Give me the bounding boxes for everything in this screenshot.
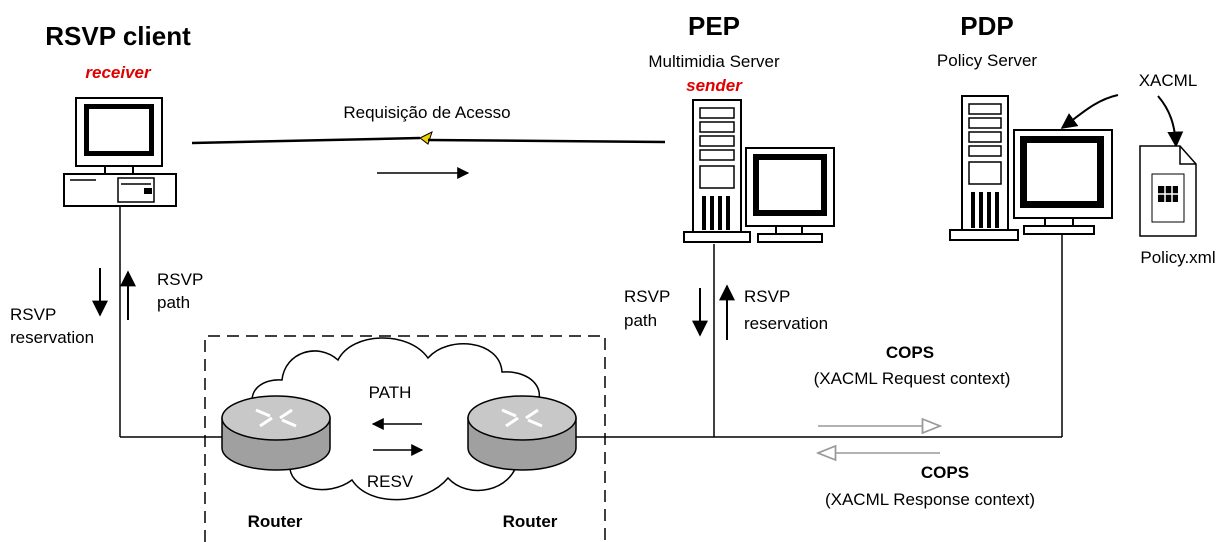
access-link-left [191,136,421,145]
lightning-icon [419,131,433,145]
rsvp-client-title: RSVP client [45,21,191,51]
xacml-to-monitor-arrow [1060,94,1119,129]
mid-path-label-2: path [624,311,657,330]
pep-title: PEP [688,11,740,41]
client-computer-icon [63,97,177,207]
access-request-label: Requisição de Acesso [343,103,510,122]
pdp-server-icon [949,95,1113,241]
policy-file-icon [1139,145,1197,237]
left-reservation-label-2: reservation [10,328,94,347]
mid-path-label-1: RSVP [624,287,670,306]
cops-request-detail: (XACML Request context) [814,369,1011,388]
policy-file-name: Policy.xml [1140,248,1215,267]
pep-server-icon [683,99,835,243]
router-icon-right [467,395,577,471]
left-path-label-2: path [157,293,190,312]
cops-response-detail: (XACML Response context) [825,490,1035,509]
rsvp-client-role: receiver [85,63,152,82]
router-icon-left [221,395,331,471]
router-label-right: Router [503,512,558,531]
mid-reservation-label-2: reservation [744,314,828,333]
resv-label: RESV [367,472,414,491]
left-reservation-label-1: RSVP [10,305,56,324]
mid-reservation-label-1: RSVP [744,287,790,306]
left-path-label-1: RSVP [157,270,203,289]
access-link-right [427,138,666,144]
pep-subtitle: Multimidia Server [648,52,780,71]
pdp-title: PDP [960,11,1013,41]
cops-response-title: COPS [921,463,969,482]
pdp-subtitle: Policy Server [937,51,1037,70]
pep-role: sender [686,76,743,95]
router-label-left: Router [248,512,303,531]
cops-request-title: COPS [886,343,934,362]
xacml-label: XACML [1139,71,1198,90]
network-boundary [204,335,606,542]
path-label: PATH [369,383,412,402]
xacml-to-file-arrow [1157,95,1184,148]
